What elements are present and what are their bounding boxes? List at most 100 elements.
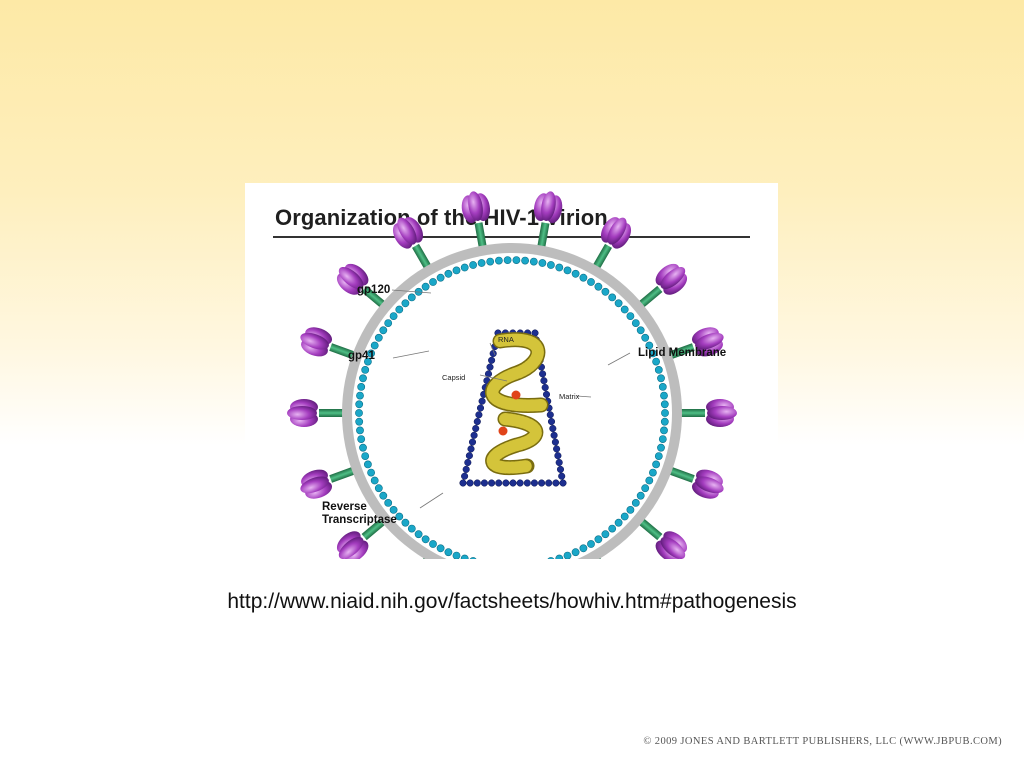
matrix-bead — [359, 374, 367, 383]
capsid-bead — [509, 479, 517, 487]
gp120-knob — [695, 332, 724, 350]
matrix-bead — [407, 293, 416, 302]
matrix-bead — [452, 551, 461, 559]
matrix-bead — [486, 257, 495, 266]
envelope-spike — [591, 217, 632, 273]
capsid-bead — [547, 418, 556, 426]
rna-strand — [486, 333, 547, 412]
lipid-membrane-label: Lipid Membrane — [638, 347, 727, 359]
matrix-bead — [661, 409, 669, 417]
matrix-bead — [654, 452, 663, 460]
matrix-bead — [469, 557, 477, 559]
matrix-bead — [469, 261, 477, 269]
matrix-bead — [355, 409, 363, 417]
matrix-bead — [555, 554, 564, 559]
capsid-bead — [554, 452, 562, 460]
matrix-bead — [547, 557, 555, 559]
envelope-spike — [336, 515, 389, 559]
matrix-bead — [356, 426, 364, 435]
matrix-bead — [636, 326, 645, 335]
gp120-knob — [300, 476, 329, 494]
capsid-bead — [546, 411, 554, 419]
matrix-bead — [579, 544, 588, 553]
capsid-bead — [538, 479, 546, 487]
gp41-stem — [536, 222, 550, 252]
capsid-bead — [472, 424, 480, 433]
capsid-bead — [464, 458, 472, 467]
gp120-knob — [541, 191, 556, 222]
matrix-bead — [645, 341, 654, 350]
capsid-bead — [465, 452, 473, 460]
matrix-bead — [421, 535, 430, 544]
gp41-stem — [591, 243, 612, 273]
capsid-bead — [461, 472, 469, 480]
matrix-bead — [429, 540, 437, 548]
capsid-bead — [539, 370, 547, 378]
capsid-bead — [541, 383, 549, 392]
matrix-bead — [364, 357, 372, 366]
matrix-bead — [374, 333, 383, 342]
matrix-bead — [357, 435, 366, 443]
reverse-transcriptase-label: Reverse Transcriptase — [322, 501, 397, 527]
matrix-bead — [620, 305, 629, 314]
matrix-bead — [652, 357, 660, 366]
capsid-bead — [523, 479, 531, 487]
matrix-bead — [660, 426, 668, 435]
matrix-bead — [452, 266, 461, 275]
gp41-stem — [474, 222, 488, 252]
matrix-bead — [370, 341, 379, 350]
envelope-spike — [665, 465, 724, 499]
matrix-bead — [436, 273, 445, 282]
envelope-spike — [287, 399, 347, 427]
envelope-spike — [300, 465, 359, 499]
matrix-bead — [555, 263, 564, 272]
envelope-spike — [300, 327, 359, 361]
matrix-bead — [579, 273, 588, 282]
matrix-bead — [444, 269, 453, 278]
matrix-bead — [571, 269, 580, 278]
gp120-knob — [300, 332, 329, 350]
capsid-bead — [495, 479, 503, 487]
capsid-bead — [462, 465, 470, 473]
capsid-bead — [466, 479, 474, 487]
capsid-bead — [540, 377, 548, 385]
gp120-knob — [338, 536, 364, 559]
capsid-bead — [478, 397, 486, 405]
matrix-bead — [660, 391, 668, 400]
matrix-bead — [594, 282, 603, 291]
matrix-bead — [645, 476, 654, 485]
matrix-layer — [355, 256, 669, 559]
matrix-bead — [601, 287, 610, 296]
gp41-stem — [319, 409, 347, 417]
matrix-bead — [608, 524, 617, 533]
capsid-bead — [550, 431, 558, 439]
source-url[interactable]: http://www.niaid.nih.gov/factsheets/howh… — [227, 590, 797, 613]
matrix-bead — [608, 293, 617, 302]
leader-lines — [391, 289, 631, 509]
matrix-bead — [494, 256, 503, 265]
matrix-bead — [367, 349, 375, 358]
gp41-stem — [329, 343, 359, 361]
matrix-bead — [355, 417, 364, 426]
matrix-bead — [436, 544, 445, 553]
matrix-bead — [652, 460, 660, 469]
capsid-bead — [502, 479, 510, 487]
capsid-bead — [468, 438, 477, 446]
matrix-bead — [367, 468, 375, 477]
matrix-bead — [571, 548, 580, 557]
envelope-spike — [665, 327, 724, 361]
hiv-virion-figure: Organization of the HIV-1 Virion — [245, 183, 778, 559]
envelope-spike — [677, 399, 737, 427]
matrix-bead — [444, 548, 453, 557]
matrix-bead — [429, 278, 437, 286]
reverse-transcriptase-dot — [498, 426, 508, 436]
rna-strands — [485, 332, 549, 475]
matrix-bead — [421, 282, 430, 291]
matrix-bead — [626, 505, 635, 514]
matrix-bead — [401, 299, 410, 308]
matrix-bead — [359, 443, 367, 452]
envelope-spike — [635, 515, 688, 559]
matrix-bead — [641, 484, 650, 493]
capsid-bead — [555, 458, 563, 467]
matrix-bead — [389, 505, 398, 514]
